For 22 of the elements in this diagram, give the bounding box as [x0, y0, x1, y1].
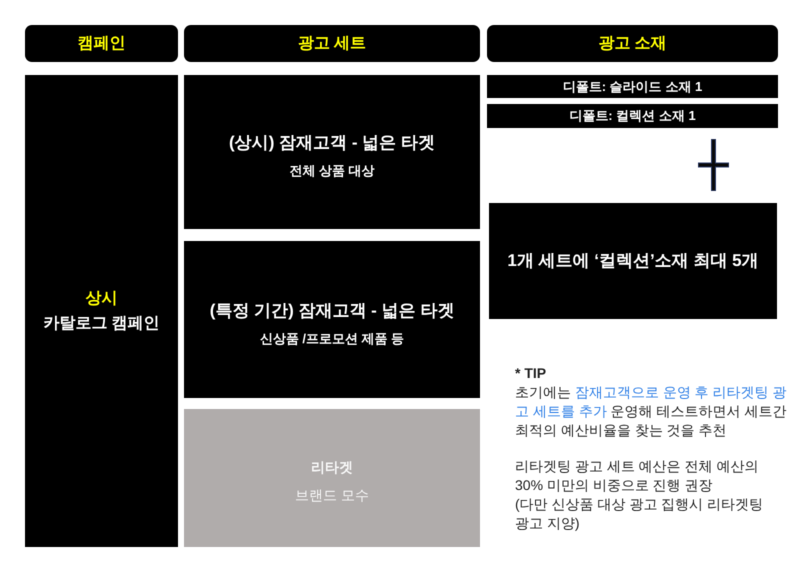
title-text: (상시) 잠재고객 - 넓은 타겟 — [229, 132, 435, 154]
subtitle-text: 전체 상품 대상 — [289, 162, 375, 180]
tip-text: 초기에는 잠재고객으로 운영 후 리타겟팅 광고 세트를 추가 운영해 테스트하면서 세트간 최적의 예산비율을 찾는 것을 추천 — [515, 383, 788, 440]
header-box: 광고 소재 — [487, 25, 778, 62]
title-text: 리타겟 — [311, 458, 353, 477]
creative-bar: 디폴트: 컬렉션 소재 1 — [487, 104, 778, 128]
note-text: (다만 신상품 대상 광고 집행시 리타겟팅 광고 지양) — [515, 495, 764, 533]
tip-heading: * TIP — [515, 364, 548, 383]
ad-set-box — [184, 241, 480, 398]
subtitle-text: 신상품 /프로모션 제품 등 — [260, 330, 404, 348]
title-text: (특정 기간) 잠재고객 - 넓은 타겟 — [210, 300, 454, 322]
creative-bar: 디폴트: 슬라이드 소재 1 — [487, 75, 778, 98]
campaign-box — [25, 75, 178, 547]
creative-box: 1개 세트에 ‘컬렉션’소재 최대 5개 — [489, 203, 777, 319]
ad-set-box — [184, 409, 480, 547]
header-box: 광고 세트 — [184, 25, 480, 62]
note-text: 리타겟팅 광고 세트 예산은 전체 예산의 30% 미만의 비중으로 진행 권장 — [515, 457, 760, 495]
highlight-text: 상시 — [86, 288, 118, 308]
title-text: 카탈로그 캠페인 — [43, 314, 160, 334]
ad-set-box — [184, 75, 480, 229]
header-box: 캠페인 — [25, 25, 178, 62]
subtitle-text: 브랜드 모수 — [295, 486, 369, 505]
